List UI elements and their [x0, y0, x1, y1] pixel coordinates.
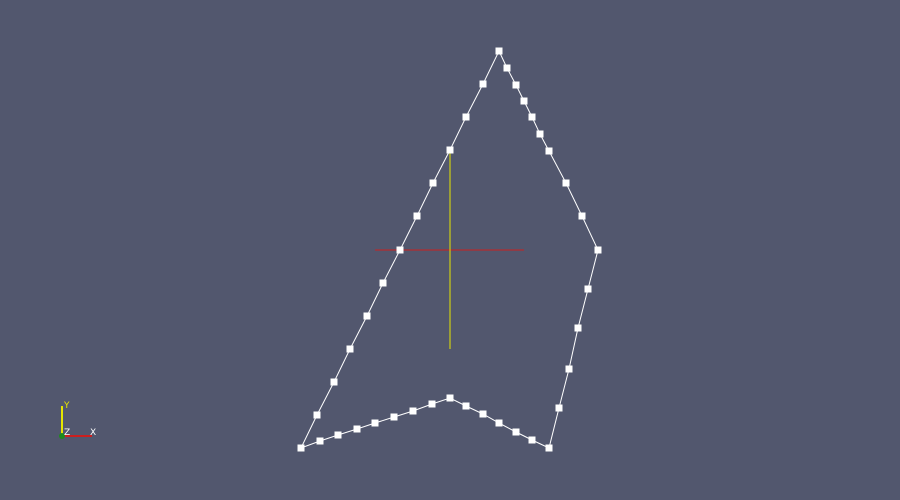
outline-point	[495, 47, 503, 55]
outline-point	[313, 411, 321, 419]
outline-point	[578, 212, 586, 220]
outline-point	[594, 246, 602, 254]
outline-point	[545, 147, 553, 155]
outline-point	[565, 365, 573, 373]
outline-points	[297, 47, 602, 452]
outline-point	[528, 436, 536, 444]
outline-point	[446, 146, 454, 154]
outline-point	[462, 113, 470, 121]
outline-point	[479, 410, 487, 418]
outline-point	[562, 179, 570, 187]
outline-point	[353, 425, 361, 433]
z-axis-label: Z	[64, 428, 70, 438]
z-axis-dot	[59, 433, 65, 439]
outline-point	[479, 80, 487, 88]
outline-point	[512, 81, 520, 89]
outline-point	[330, 378, 338, 386]
outline-point	[545, 444, 553, 452]
y-axis-label: Y	[63, 401, 70, 411]
outline-point	[555, 404, 563, 412]
outline-point	[297, 444, 305, 452]
outline-point	[503, 64, 511, 72]
outline-point	[429, 179, 437, 187]
outline-point	[574, 324, 582, 332]
outline-point	[396, 246, 404, 254]
orientation-axes-widget: Y Z X	[52, 398, 106, 446]
outline-point	[334, 431, 342, 439]
outline-point	[584, 285, 592, 293]
outline-point	[446, 394, 454, 402]
outline-point	[371, 419, 379, 427]
outline-point	[363, 312, 371, 320]
outline-point	[379, 279, 387, 287]
outline-point	[520, 97, 528, 105]
outline-point	[428, 400, 436, 408]
outline-point	[413, 212, 421, 220]
outline-point	[495, 419, 503, 427]
outline-point	[409, 407, 417, 415]
outline-point	[528, 113, 536, 121]
outline-point	[536, 130, 544, 138]
outline-point	[316, 437, 324, 445]
outline-point	[390, 413, 398, 421]
outline-point	[512, 428, 520, 436]
x-axis-label: X	[90, 428, 96, 438]
outline-point	[346, 345, 354, 353]
outline-point	[462, 402, 470, 410]
